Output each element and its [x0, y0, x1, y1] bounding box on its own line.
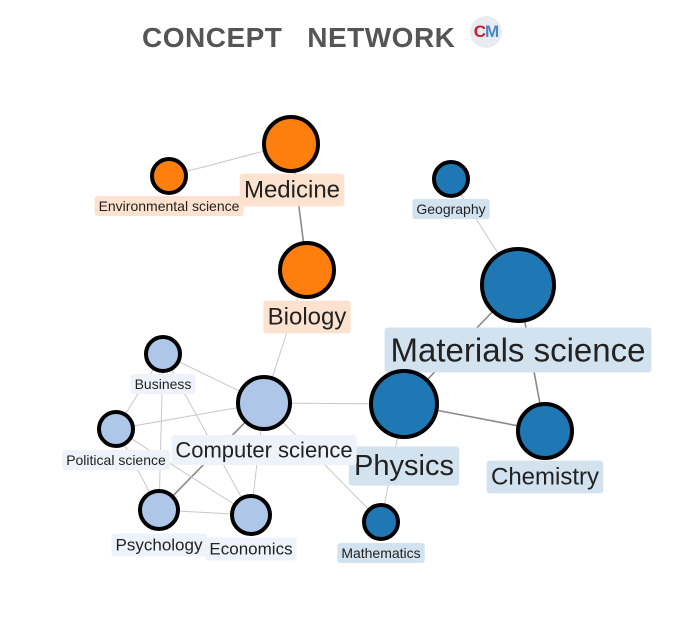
node-label-text: Business: [135, 376, 192, 392]
node-physics[interactable]: [369, 369, 439, 439]
node-mathematics[interactable]: [362, 503, 400, 541]
node-biology[interactable]: [278, 241, 336, 299]
node-label-text: Political science: [66, 452, 166, 468]
label-background: [171, 434, 357, 466]
cm-logo-icon: CM: [470, 16, 502, 48]
node-label-psychology: Psychology: [111, 533, 207, 557]
node-label-political: Political science: [62, 450, 171, 470]
label-background: [94, 196, 244, 216]
node-medicine[interactable]: [262, 115, 320, 173]
label-background: [486, 460, 604, 494]
node-label-computer: Computer science: [171, 434, 357, 466]
node-environmental[interactable]: [150, 157, 188, 195]
node-label-medicine: Medicine: [239, 173, 345, 207]
edge-political-economics: [115, 428, 252, 516]
node-label-biology: Biology: [263, 300, 351, 334]
node-label-mathematics: Mathematics: [337, 543, 425, 563]
node-psychology[interactable]: [138, 489, 180, 531]
node-label-text: Physics: [354, 450, 454, 482]
node-label-environmental: Environmental science: [94, 196, 244, 216]
node-label-materials: Materials science: [384, 327, 652, 373]
node-label-text: Chemistry: [491, 464, 599, 491]
title-area: CONCEPT NETWORK CM: [142, 16, 502, 58]
node-label-geography: Geography: [412, 199, 490, 219]
node-label-text: Geography: [416, 201, 485, 217]
page-title: CONCEPT NETWORK: [142, 22, 456, 53]
label-background: [348, 446, 460, 486]
label-background: [62, 450, 171, 470]
label-background: [263, 300, 351, 334]
node-label-text: Medicine: [244, 177, 340, 204]
node-label-economics: Economics: [205, 537, 297, 561]
node-label-text: Psychology: [116, 536, 203, 555]
node-label-text: Computer science: [175, 438, 352, 463]
node-computer[interactable]: [236, 375, 292, 431]
label-background: [130, 374, 196, 394]
label-background: [412, 199, 490, 219]
node-business[interactable]: [144, 335, 182, 373]
logo-letter-c: C: [473, 22, 486, 41]
logo-letter-m: M: [485, 22, 499, 41]
node-economics[interactable]: [230, 494, 272, 536]
nodes-layer: [97, 115, 574, 541]
node-materials[interactable]: [480, 247, 556, 323]
node-chemistry[interactable]: [516, 402, 574, 460]
node-label-text: Biology: [268, 304, 347, 331]
node-label-chemistry: Chemistry: [486, 460, 604, 494]
label-background: [205, 537, 297, 561]
node-label-text: Economics: [209, 540, 292, 559]
node-geography[interactable]: [432, 160, 470, 198]
label-background: [337, 543, 425, 563]
node-label-text: Environmental science: [99, 198, 240, 214]
label-background: [111, 533, 207, 557]
label-background: [384, 327, 652, 373]
node-label-text: Materials science: [391, 332, 646, 369]
node-label-physics: Physics: [348, 446, 460, 486]
node-label-text: Mathematics: [341, 545, 420, 561]
label-background: [239, 173, 345, 207]
node-label-business: Business: [130, 374, 196, 394]
node-political[interactable]: [97, 410, 135, 448]
